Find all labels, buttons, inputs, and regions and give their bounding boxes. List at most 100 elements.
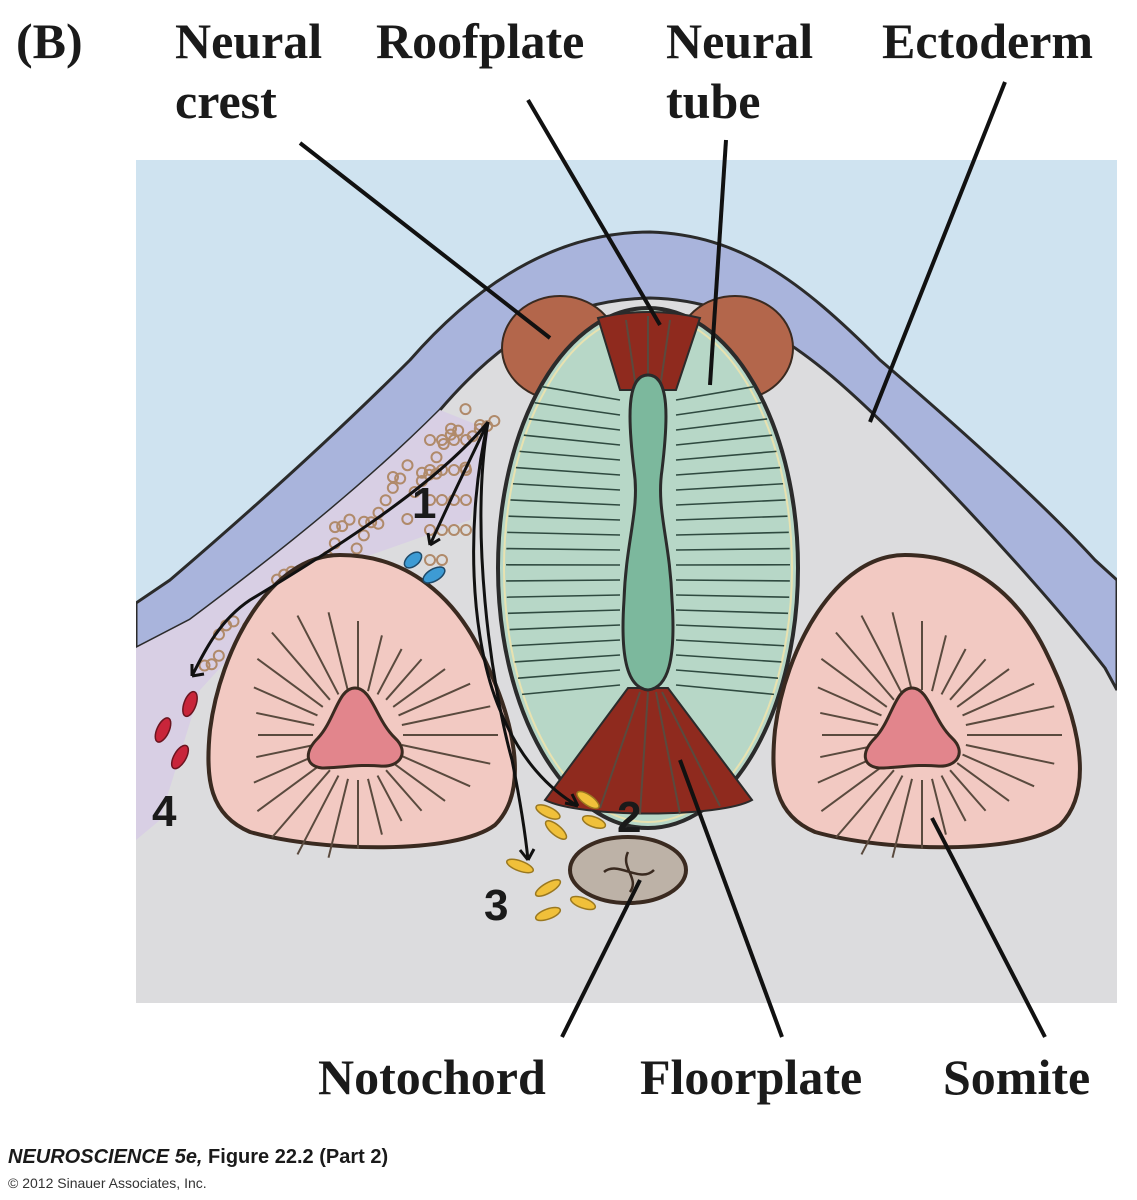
label-roofplate: Roofplate <box>376 13 584 69</box>
radial-stripe <box>521 684 621 696</box>
radial-stripe <box>385 658 423 701</box>
label-somite: Somite <box>943 1049 1090 1105</box>
radial-stripe <box>511 639 621 647</box>
radial-stripe <box>507 609 621 615</box>
radial-stripe <box>541 385 621 401</box>
crest-cell-dot <box>336 520 349 533</box>
ectoderm-band <box>136 230 1117 691</box>
pathway-number-4: 4 <box>152 787 177 836</box>
crest-cell-dot <box>436 434 448 446</box>
radial-stripe <box>931 635 947 692</box>
radial-stripe <box>675 654 782 663</box>
radial-stripe <box>271 631 331 701</box>
crest-cell-dot <box>460 494 472 506</box>
mesenchyme-strip <box>136 410 490 840</box>
radial-stripe <box>253 686 318 717</box>
radial-stripe <box>949 658 987 701</box>
radial-stripe <box>940 775 967 822</box>
red-cells-4 <box>154 690 198 770</box>
radial-stripe <box>523 434 621 446</box>
crest-cell-dot <box>430 451 443 464</box>
radial-stripe <box>367 778 383 835</box>
radial-stripe <box>401 705 491 726</box>
crest-cell-dot <box>424 494 436 506</box>
crest-cell-dot <box>408 486 421 499</box>
radial-stripe <box>385 769 423 812</box>
radial-stripe <box>675 684 775 696</box>
radial-stripe <box>398 682 471 717</box>
radial-stripe <box>962 753 1035 788</box>
radial-stripe <box>506 594 621 598</box>
radial-stripe <box>675 579 790 582</box>
crest-cell-dot <box>424 464 436 476</box>
label-floorplate: Floorplate <box>640 1049 862 1105</box>
crest-cell-dot <box>436 464 448 476</box>
radial-stripe <box>506 579 621 582</box>
radial-stripe <box>675 594 790 598</box>
tube-radial-cells <box>506 385 790 696</box>
radial-stripe <box>675 434 773 446</box>
radial-stripe <box>956 668 1010 708</box>
radial-stripe <box>271 769 331 839</box>
radial-stripe <box>965 744 1055 765</box>
label-neural-crest-line2: crest <box>175 73 277 129</box>
radial-stripe <box>931 778 947 835</box>
radial-stripe <box>949 769 987 812</box>
leader-lines <box>298 81 1047 1038</box>
radial-stripe <box>675 624 787 631</box>
radial-stripe <box>256 711 315 726</box>
blue-crest-cells <box>403 551 446 584</box>
crest-cell-dot <box>386 481 399 494</box>
radial-stripe <box>817 686 882 717</box>
radial-stripe <box>820 711 879 726</box>
crest-cell-dot <box>350 542 363 555</box>
label-notochord: Notochord <box>318 1049 546 1105</box>
crest-cell-dot <box>436 494 448 506</box>
radial-stripe <box>675 531 789 536</box>
crest-cell-dot <box>436 554 448 566</box>
neural-tube-lumen <box>621 373 675 692</box>
radial-stripe <box>820 762 888 813</box>
radial-stripe <box>675 418 768 431</box>
radial-stripe <box>508 515 621 521</box>
radial-stripe <box>891 612 913 692</box>
crest-cell-dot <box>448 524 460 536</box>
radial-stripe <box>376 775 403 822</box>
radial-stripe <box>367 635 383 692</box>
notochord <box>568 835 688 905</box>
radial-stripe <box>820 657 888 708</box>
radial-stripe <box>675 669 779 679</box>
crest-cell-dot <box>416 466 428 479</box>
radial-stripe <box>675 450 777 461</box>
radial-stripe <box>327 778 349 858</box>
crest-cell-dot <box>357 529 370 542</box>
migration-pathways <box>190 421 580 861</box>
radial-stripe <box>835 769 895 839</box>
caption-copyright: © 2012 Sinauer Associates, Inc. <box>8 1175 207 1191</box>
radial-stripe <box>891 778 913 858</box>
radial-stripe <box>392 668 446 708</box>
crest-cell-dot <box>343 513 356 526</box>
sky-region <box>136 160 1117 603</box>
radial-stripe <box>675 401 762 416</box>
crest-cell-dot <box>459 403 472 416</box>
crest-cell-dot <box>198 659 211 672</box>
radial-stripe <box>675 547 790 551</box>
crest-cell-dot <box>460 524 472 536</box>
radial-stripe <box>675 609 789 615</box>
yellow-cells-2 <box>535 790 607 840</box>
figure-caption: NEUROSCIENCE 5e, Figure 22.2 (Part 2) <box>8 1146 388 1168</box>
radial-stripe <box>962 682 1035 717</box>
pathway-number-3: 3 <box>484 881 508 930</box>
radial-stripe <box>507 531 621 536</box>
radial-stripe <box>675 499 786 506</box>
panel-label: (B) <box>16 13 83 69</box>
crest-cell-dot <box>445 422 457 435</box>
radial-stripe <box>392 762 446 802</box>
caption-book: NEUROSCIENCE 5e, <box>8 1146 203 1168</box>
radial-stripe <box>940 648 967 695</box>
crest-cell-dot <box>448 464 460 476</box>
neural-tube <box>496 306 800 830</box>
